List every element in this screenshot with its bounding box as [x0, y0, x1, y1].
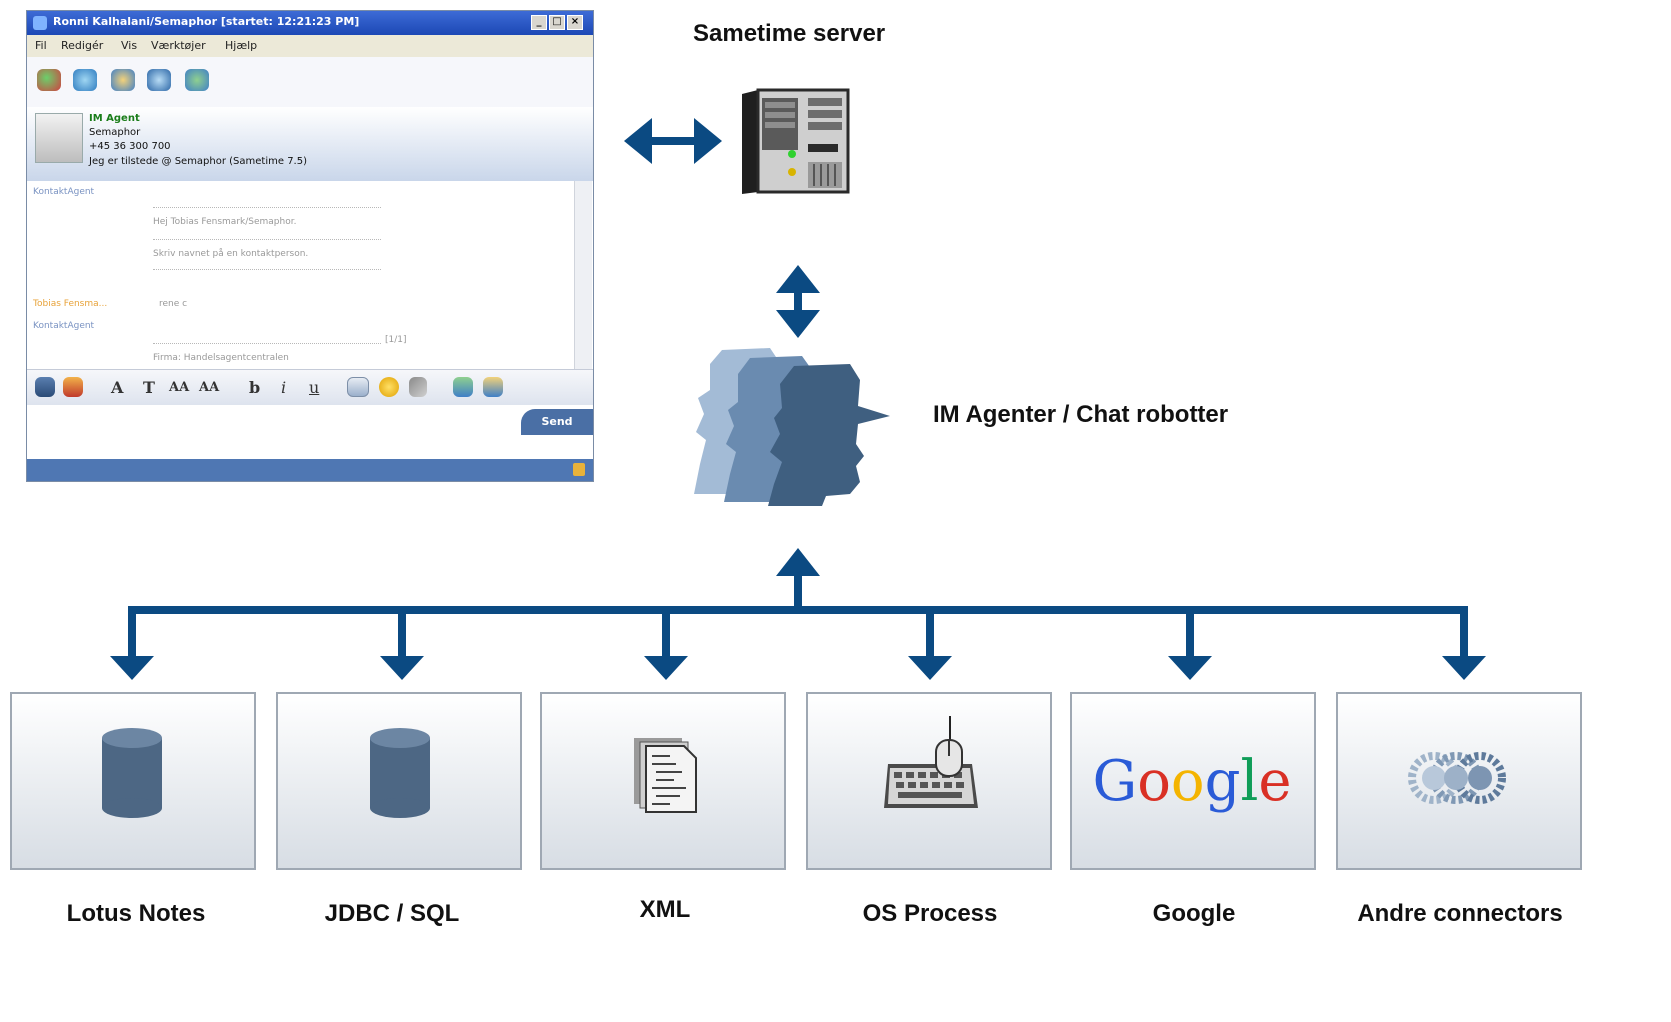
chat-message: rene c — [159, 299, 188, 309]
font-icon[interactable]: T — [143, 378, 155, 397]
connector-label: Lotus Notes — [66, 900, 206, 927]
bold-button[interactable]: b — [249, 378, 261, 397]
gears-icon — [1408, 752, 1506, 804]
connector-box-google: Google — [1070, 692, 1316, 870]
web-icon[interactable] — [73, 69, 97, 91]
people-icon[interactable] — [35, 377, 55, 397]
chat-scrollbar[interactable] — [574, 181, 592, 369]
connector-label: XML — [639, 896, 691, 923]
connector-drops — [110, 606, 1486, 680]
chat-sender: KontaktAgent — [33, 321, 95, 331]
menu-bar: Fil Redigér Vis Værktøjer Hjælp — [27, 35, 593, 57]
chat-sender: KontaktAgent — [33, 187, 95, 197]
google-letter: l — [1240, 749, 1258, 814]
contact-header: IM Agent Semaphor +45 36 300 700 Jeg er … — [27, 107, 593, 181]
underline-button[interactable]: u — [309, 378, 320, 397]
lock-icon — [573, 463, 585, 476]
highlight-icon[interactable] — [63, 377, 83, 397]
chat-divider — [153, 239, 381, 240]
chat-pager: [1/1] — [385, 335, 407, 345]
agents-label: IM Agenter / Chat robotter — [933, 401, 1229, 428]
server-agents-arrow — [776, 265, 820, 338]
connector-box-jdbc-sql — [276, 692, 522, 870]
menu-view[interactable]: Vis — [121, 39, 138, 52]
font-smaller-icon[interactable]: AA — [199, 380, 220, 395]
database-icon — [102, 728, 162, 818]
send-button[interactable]: Send — [521, 409, 593, 435]
menu-tools[interactable]: Værktøjer — [151, 39, 206, 52]
menu-help[interactable]: Hjælp — [225, 39, 258, 52]
contact-name: IM Agent — [89, 113, 140, 124]
svg-text:Google: Google — [1092, 749, 1291, 814]
menu-file[interactable]: Fil — [35, 39, 47, 52]
message-input[interactable] — [27, 405, 593, 459]
window-title: Ronni Kalhalani/Semaphor [startet: 12:21… — [53, 15, 360, 28]
bus-agents-arrow — [776, 548, 820, 612]
pencil-icon[interactable] — [409, 377, 427, 397]
google-letter: o — [1171, 749, 1205, 814]
server-icon — [742, 88, 850, 194]
app-icon — [33, 16, 47, 30]
chat-message: Skriv navnet på en kontaktperson. — [153, 249, 309, 259]
status-bar — [27, 459, 593, 481]
chat-sender: Tobias Fensma... — [33, 299, 108, 309]
contact-phone: +45 36 300 700 — [89, 141, 171, 152]
google-letter: g — [1205, 749, 1241, 814]
menu-edit[interactable]: Redigér — [61, 39, 104, 52]
im-chat-window: Ronni Kalhalani/Semaphor [startet: 12:21… — [26, 10, 594, 482]
connector-label: Google — [1152, 900, 1236, 927]
connector-box-lotus-notes — [10, 692, 256, 870]
connector-label: OS Process — [862, 900, 998, 927]
connector-box-os-process — [806, 692, 1052, 870]
call-icon[interactable] — [185, 69, 209, 91]
agents-icon — [694, 348, 890, 506]
window-server-arrow — [624, 118, 722, 164]
add-contact-icon[interactable] — [37, 69, 61, 91]
contact-company: Semaphor — [89, 127, 141, 138]
chat-divider — [153, 343, 381, 344]
send-file-icon[interactable] — [453, 377, 473, 397]
font-color-icon[interactable]: A — [111, 378, 124, 397]
chat-message: Firma: Handelsagentcentralen — [153, 353, 289, 363]
maximize-button[interactable]: □ — [549, 15, 565, 30]
connector-label: Andre connectors — [1357, 900, 1563, 927]
format-toolbar: A T AA AA b i u — [27, 369, 593, 406]
connector-label: JDBC / SQL — [324, 900, 460, 927]
emoticon-palette-icon[interactable] — [347, 377, 369, 397]
chat-message: Hej Tobias Fensmark/Semaphor. — [153, 217, 297, 227]
chat-divider — [153, 269, 381, 270]
smiley-icon[interactable] — [379, 377, 399, 397]
connector-box-xml — [540, 692, 786, 870]
chat-transcript: KontaktAgent Hej Tobias Fensmark/Semapho… — [27, 181, 593, 369]
italic-button[interactable]: i — [281, 378, 287, 397]
server-label: Sametime server — [693, 20, 886, 47]
close-button[interactable]: × — [567, 15, 583, 30]
screen-capture-icon[interactable] — [483, 377, 503, 397]
main-toolbar — [27, 57, 593, 108]
invite-icon[interactable] — [111, 69, 135, 91]
document-icon — [634, 738, 697, 813]
contact-status: Jeg er tilstede @ Semaphor (Sametime 7.5… — [89, 156, 307, 167]
connector-bus — [128, 606, 1468, 614]
google-letter: e — [1258, 749, 1291, 814]
avatar — [35, 113, 83, 163]
google-letter: o — [1137, 749, 1171, 814]
connector-box-andre — [1336, 692, 1582, 870]
window-titlebar[interactable]: Ronni Kalhalani/Semaphor [startet: 12:21… — [27, 11, 593, 35]
database-icon — [370, 728, 430, 818]
chat-divider — [153, 207, 381, 208]
screen-share-icon[interactable] — [147, 69, 171, 91]
google-logo: Google — [1092, 749, 1291, 814]
google-letter: G — [1092, 749, 1137, 814]
font-size-icon[interactable]: AA — [169, 380, 190, 395]
minimize-button[interactable]: _ — [531, 15, 547, 30]
keyboard-mouse-icon — [884, 716, 978, 808]
